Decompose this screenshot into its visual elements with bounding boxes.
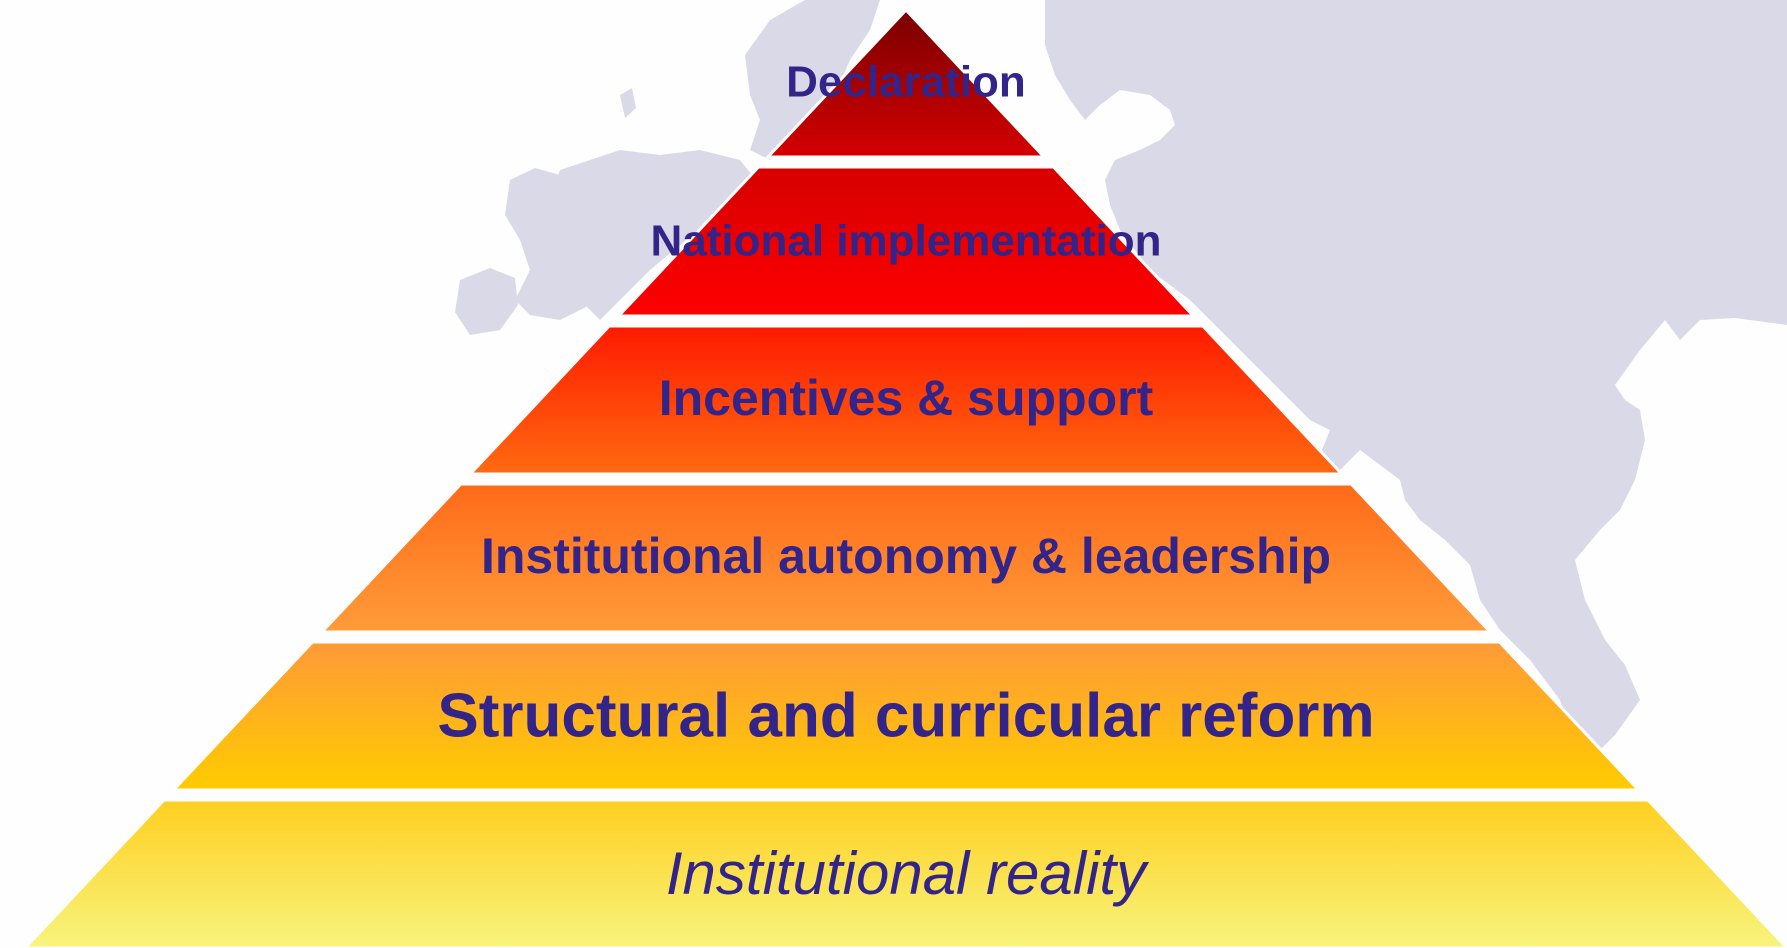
pyramid-tier-3 <box>466 324 1346 476</box>
pyramid-tier-4 <box>318 482 1494 634</box>
map-scandinavia <box>745 0 880 160</box>
map-landmass-east <box>1045 0 1787 760</box>
map-north-islet <box>620 88 636 118</box>
map-central-europe <box>548 150 760 320</box>
pyramid-tier-5 <box>169 640 1643 792</box>
map-ireland <box>455 268 518 335</box>
map-britain <box>505 168 590 320</box>
pyramid-tiers <box>22 7 1787 948</box>
pyramid-tier-2-label: National implementation <box>651 217 1162 266</box>
pyramid-tier-2 <box>615 165 1197 318</box>
europe-map-background <box>455 0 1787 760</box>
pyramid-tier-5-label: Structural and curricular reform <box>437 681 1374 750</box>
pyramid-tier-4-label: Institutional autonomy & leadership <box>481 528 1331 584</box>
pyramid-tier-1 <box>764 7 1048 159</box>
pyramid-tier-6 <box>22 798 1787 948</box>
pyramid-tier-3-label: Incentives & support <box>659 370 1154 426</box>
pyramid-tier-1-label: Declaration <box>786 58 1026 107</box>
pyramid-tier-6-label: Institutional reality <box>666 840 1150 907</box>
